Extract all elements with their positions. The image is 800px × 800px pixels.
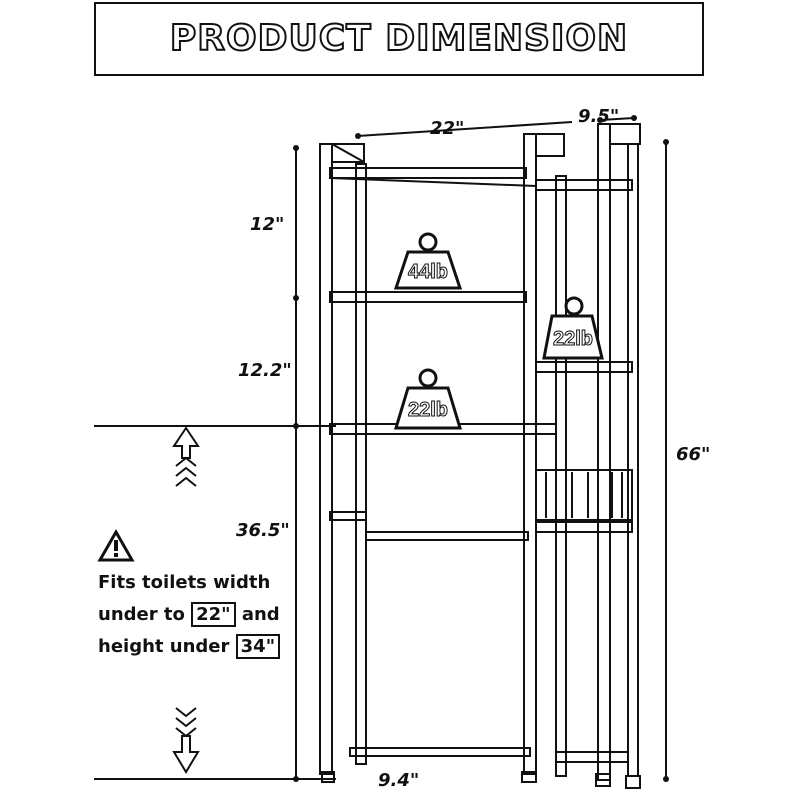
warning-icon xyxy=(97,528,135,562)
up-arrow-icon xyxy=(172,426,200,487)
page-title: PRODUCT DIMENSION xyxy=(169,17,629,60)
depth-label: 9.5" xyxy=(578,106,620,127)
toilet-height-value: 34" xyxy=(235,634,281,659)
total-height-label: 66" xyxy=(676,444,711,465)
depth-dimension-line xyxy=(599,117,635,121)
down-arrow-icon xyxy=(172,707,200,774)
shelf-gap-mid-label: 12.2" xyxy=(238,360,292,381)
weight-label-top: 44lb xyxy=(408,261,448,283)
note-line-2: under to 22" and xyxy=(98,602,280,627)
weight-label-lower: 22lb xyxy=(408,399,448,421)
width-dimension-line xyxy=(357,121,573,137)
shelf-gap-top-label: 12" xyxy=(250,214,285,235)
width-label: 22" xyxy=(430,118,465,139)
weight-icon xyxy=(393,232,604,430)
toilet-width-value: 22" xyxy=(191,602,236,627)
note-line-3: height under 34" xyxy=(98,634,281,659)
bottom-clearance-label: 36.5" xyxy=(236,520,290,541)
base-depth-label: 9.4" xyxy=(378,770,420,791)
title-banner: PRODUCT DIMENSION xyxy=(94,2,704,76)
weight-label-side: 22lb xyxy=(553,328,593,350)
note-line-1: Fits toilets width xyxy=(98,572,271,593)
